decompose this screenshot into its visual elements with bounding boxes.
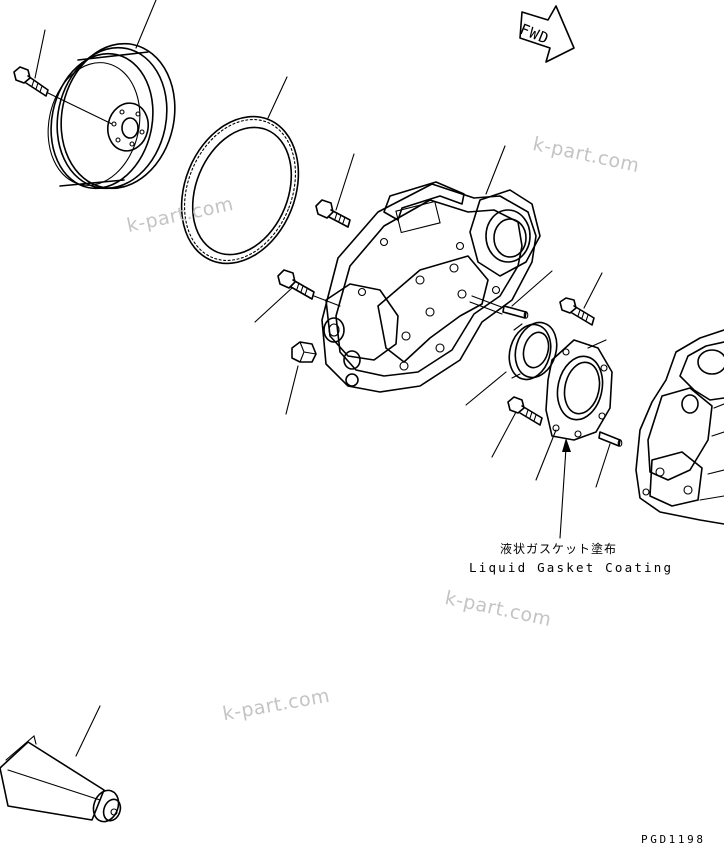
leader-seal-cover-a xyxy=(587,339,607,349)
seal-cover-bolt-lower xyxy=(507,396,543,426)
seal-cover xyxy=(545,339,613,441)
flywheel-bolt xyxy=(13,66,113,125)
gasket-note-japanese: 液状ガスケット塗布 xyxy=(500,542,618,556)
leader-gasket-tube xyxy=(75,705,101,757)
flywheel-housing xyxy=(321,181,541,393)
cylinder-block xyxy=(635,329,724,525)
leader-flywheel xyxy=(135,0,157,49)
leader-oil-seal xyxy=(465,371,507,406)
liquid-gasket-tube xyxy=(0,735,122,823)
leader-flywheel-housing xyxy=(485,145,506,195)
plug xyxy=(291,341,317,363)
housing-bolt-upper xyxy=(315,199,351,228)
dowel-pin-upper xyxy=(502,305,529,319)
gasket-coating-arrow xyxy=(559,438,571,539)
dowel-pin-lower xyxy=(598,431,623,447)
leader-dowel-pin-upper xyxy=(511,270,553,307)
leader-dowel-pin-lower xyxy=(595,443,611,488)
fwd-arrow xyxy=(519,5,575,63)
housing-bolt-left xyxy=(277,269,341,307)
leader-housing-bolt-upper xyxy=(335,153,355,211)
leader-ring-gear xyxy=(267,76,288,119)
oil-seal xyxy=(508,321,558,381)
leader-flywheel-bolt xyxy=(34,29,46,79)
leader-seal-cover-bolt-upper xyxy=(583,272,603,309)
seal-cover-bolt-upper xyxy=(559,297,595,326)
leader-plug xyxy=(285,365,299,415)
gasket-note-english: Liquid Gasket Coating xyxy=(469,560,674,575)
flywheel xyxy=(47,42,176,190)
leader-seal-cover-bolt-lower xyxy=(491,411,517,458)
leader-housing-bolt-left xyxy=(254,287,293,323)
leader-seal-cover xyxy=(535,429,557,481)
page-code: PGD1198 xyxy=(641,833,706,846)
ring-gear xyxy=(180,115,300,265)
